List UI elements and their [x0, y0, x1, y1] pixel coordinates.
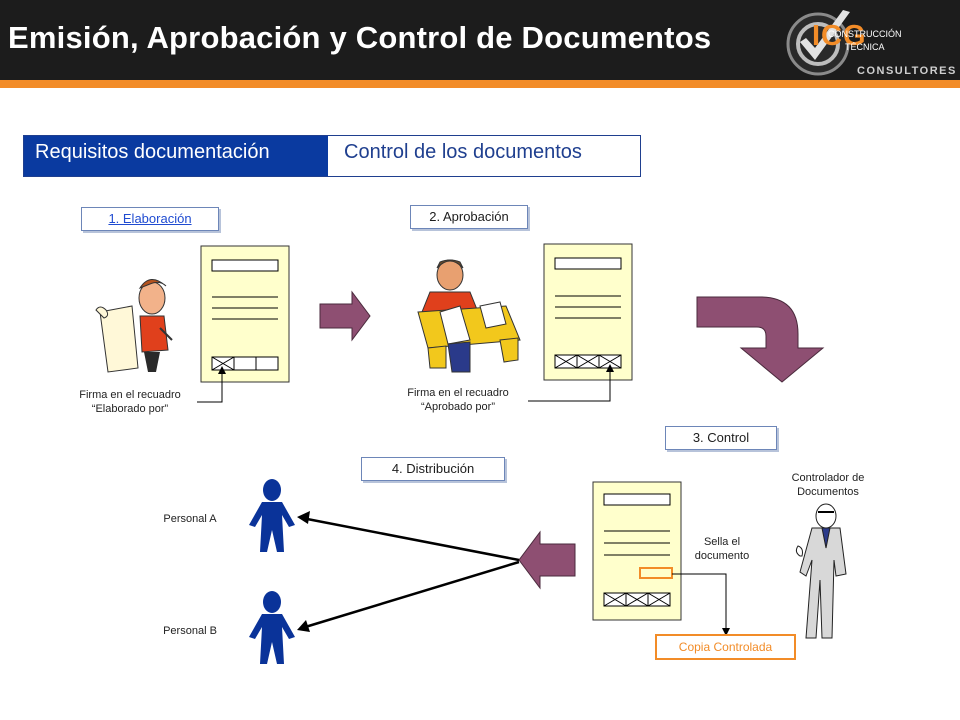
header-accent-stripe — [0, 80, 960, 88]
document-form-icon — [200, 245, 290, 383]
step-elaboracion[interactable]: 1. Elaboración — [81, 207, 219, 231]
document-form-icon — [543, 243, 633, 381]
tab-control[interactable]: Control de los documentos — [344, 141, 582, 163]
block-arrow-icon — [696, 296, 825, 383]
person-silhouette-icon — [249, 591, 295, 664]
logo-mark: ICG — [812, 20, 867, 52]
step-control: 3. Control — [665, 426, 777, 450]
document-form-icon — [592, 481, 682, 621]
step-distribucion: 4. Distribución — [361, 457, 505, 481]
personal-a-label: Personal A — [163, 513, 217, 525]
step-aprobacion: 2. Aprobación — [410, 205, 528, 229]
writer-with-scroll-icon — [95, 279, 173, 373]
firma-aprobado-label: Firma en el recuadro “Aprobado por” — [407, 387, 509, 413]
logo-tagline: CONSULTORES — [857, 65, 957, 77]
block-arrow-icon — [518, 530, 576, 590]
person-silhouette-icon — [249, 479, 295, 552]
step-elaboracion-link[interactable]: 1. Elaboración — [108, 211, 192, 226]
boss-at-desk-icon — [417, 259, 521, 373]
sella-label: Sella el documento — [694, 536, 750, 562]
logo-small-text: CONSTRUCCIÓN TÉCNICA — [828, 29, 902, 52]
tab-requisitos[interactable]: Requisitos documentación — [24, 136, 328, 176]
personal-b-label: Personal B — [163, 625, 217, 637]
block-arrow-icon — [319, 290, 371, 342]
copia-controlada-box: Copia Controlada — [655, 634, 796, 660]
controlador-label: Controlador de Documentos — [791, 472, 865, 498]
controller-person-icon — [795, 503, 847, 639]
page-title: Emisión, Aprobación y Control de Documen… — [8, 20, 712, 55]
shield-logo-icon — [786, 10, 850, 76]
tab-bar: Requisitos documentación Control de los … — [23, 135, 641, 177]
firma-elaborado-label: Firma en el recuadro “Elaborado por” — [79, 389, 181, 415]
